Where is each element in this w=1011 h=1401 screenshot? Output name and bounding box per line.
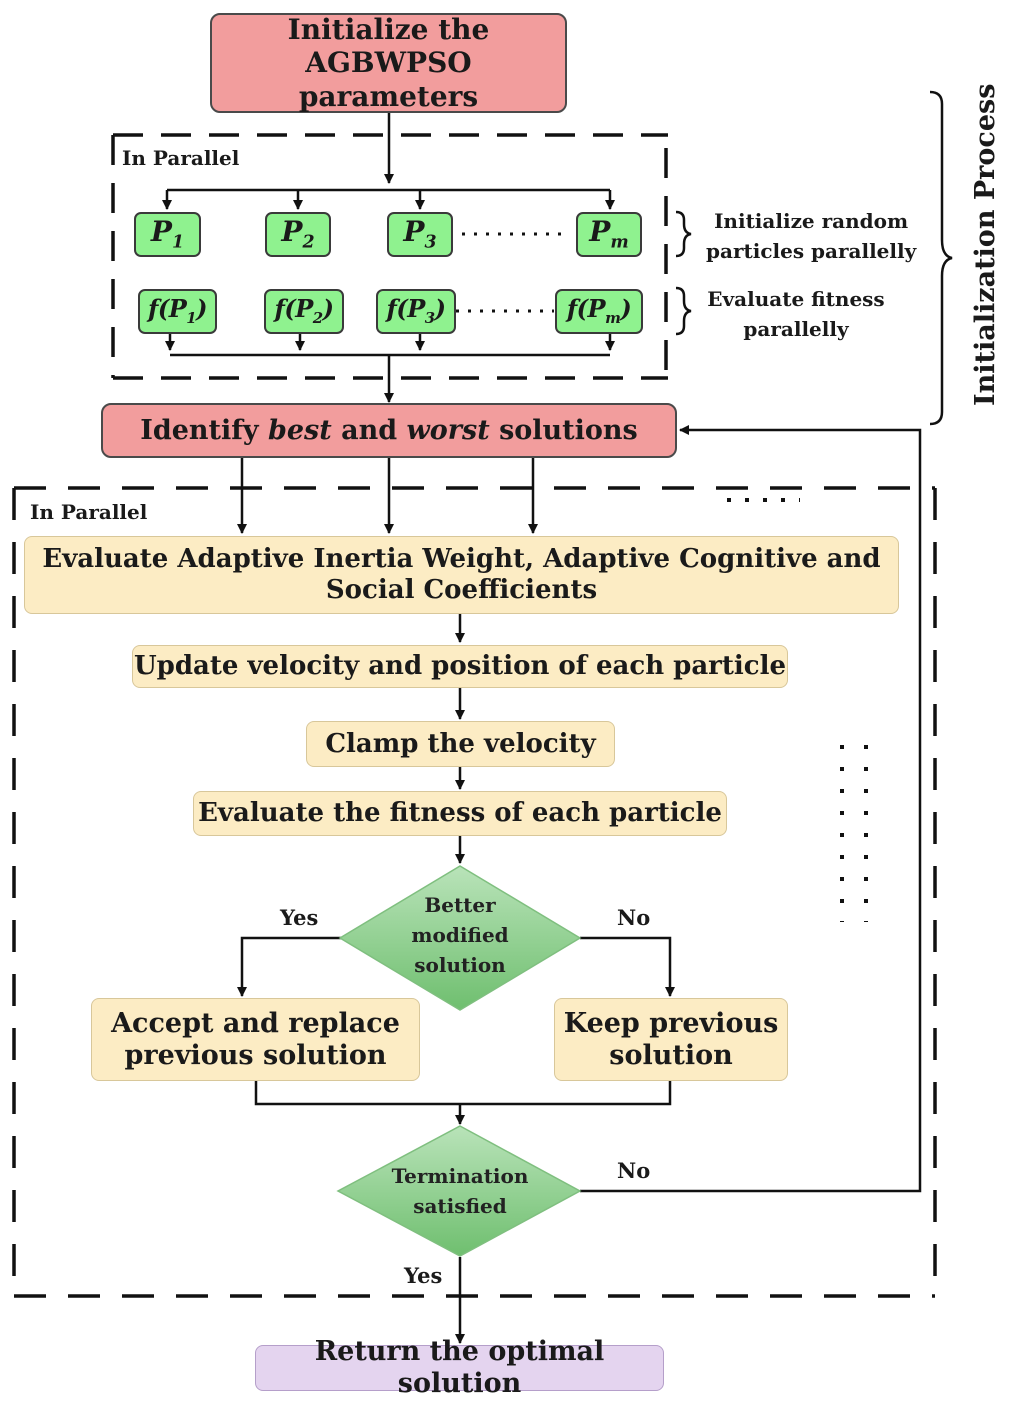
evaluate-fitness-box: Evaluate the fitness of each particle [193, 791, 727, 836]
update-velocity-box: Update velocity and position of each par… [132, 645, 788, 688]
init-parameters-box: Initialize the AGBWPSO parameters [210, 13, 567, 113]
decision-termination-diamond [336, 1125, 582, 1257]
return-optimal-box: Return the optimal solution [255, 1336, 664, 1399]
decision-better-text: Better modified solution [411, 893, 509, 977]
brace-particles [675, 210, 692, 258]
fitness-p3: f(P3) [376, 289, 456, 334]
keep-previous-box: Keep previous solution [554, 998, 788, 1081]
particle-p1: P1 [134, 212, 201, 257]
brace-label-fitness: Evaluate fitness parallelly [707, 287, 885, 341]
fitness-p1: f(P1) [138, 289, 217, 334]
fitness-p2: f(P2) [264, 289, 344, 334]
brace-fitness [675, 286, 692, 336]
parallel-label-bottom: In Parallel [30, 500, 148, 524]
decision-termination-no: No [617, 1158, 651, 1183]
brace-initialization [929, 90, 953, 426]
decision-better-no: No [617, 905, 651, 930]
init-line2: AGBWPSO parameters [298, 46, 479, 113]
parallel-label-top: In Parallel [122, 146, 240, 170]
decision-termination-text: Termination satisfied [391, 1164, 529, 1218]
main-flow-arrows [237, 425, 922, 1344]
identify-to-adaptive-arrows [237, 458, 538, 534]
parallel-region-bottom [12, 486, 937, 1298]
particle-p2: P2 [265, 212, 331, 257]
particle-p1-label: P [150, 215, 172, 249]
evaluate-adaptive-box: Evaluate Adaptive Inertia Weight, Adapti… [24, 536, 899, 614]
particle-pm-label: P [589, 215, 611, 249]
accept-replace-box: Accept and replace previous solution [91, 998, 420, 1081]
brace-label-particles: Initialize random particles parallelly [706, 209, 917, 263]
particle-p3-label: P [403, 215, 425, 249]
initialization-process-label: Initialization Process [970, 83, 1001, 406]
fitness-to-identify-arrows [165, 333, 615, 403]
init-line1: Initialize the [287, 13, 490, 47]
decision-better-yes: Yes [280, 905, 319, 930]
identify-best-worst-box: Identify best and worst solutions [101, 403, 677, 458]
init-to-particles-arrows [162, 113, 615, 210]
particle-p3: P3 [387, 212, 453, 257]
clamp-velocity-box: Clamp the velocity [306, 721, 615, 767]
particle-p2-label: P [281, 215, 303, 249]
particle-pm: Pm [576, 212, 642, 257]
fitness-pm: f(Pm) [555, 289, 643, 334]
parallel-region-top [111, 133, 668, 380]
decision-better-diamond [338, 865, 582, 1011]
decision-termination-yes: Yes [404, 1263, 443, 1288]
